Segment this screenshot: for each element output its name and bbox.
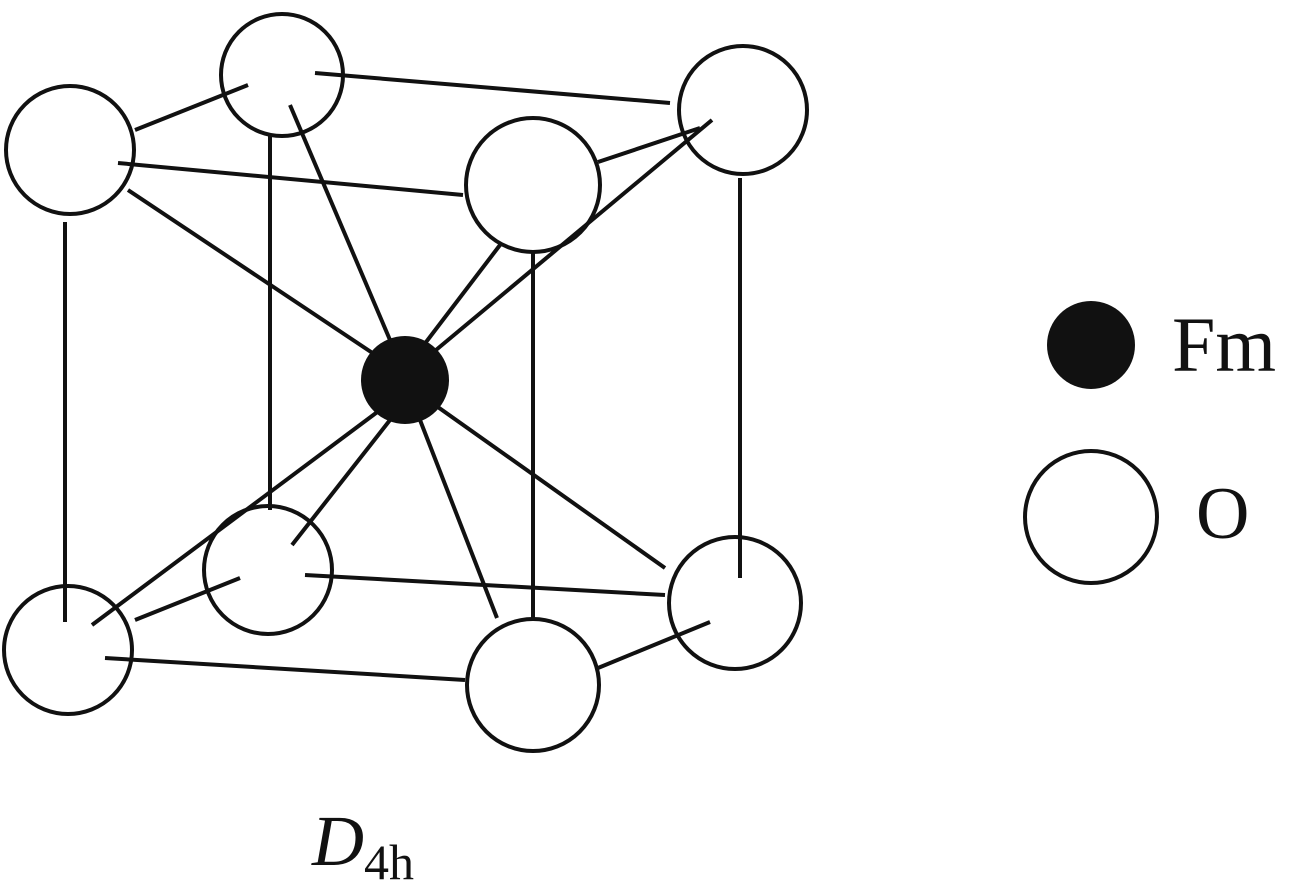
symmetry-main: D [312, 801, 364, 881]
bond [288, 104, 392, 341]
legend-o-marker [1023, 449, 1159, 585]
bond [418, 419, 499, 619]
bond [597, 620, 711, 670]
legend-fm-label: Fm [1172, 301, 1277, 388]
bond [134, 576, 241, 622]
legend-fm-marker [1047, 301, 1135, 389]
bond [90, 408, 382, 627]
oxygen-atom [2, 584, 134, 716]
oxygen-atom [465, 617, 601, 753]
oxygen-atom [4, 84, 136, 216]
bond [428, 118, 714, 357]
oxygen-atom [202, 504, 334, 636]
oxygen-atom [464, 116, 602, 254]
bond [134, 83, 249, 132]
bond [304, 573, 666, 597]
bond [314, 71, 671, 105]
oxygen-atom [667, 535, 803, 671]
symmetry-label: D4h [312, 800, 414, 886]
oxygen-atom [677, 44, 809, 176]
oxygen-atoms [2, 12, 809, 753]
bond [290, 418, 392, 547]
legend-o-label: O [1196, 473, 1250, 555]
bond [117, 161, 464, 197]
bonds [63, 71, 742, 682]
fm-atom [361, 336, 449, 424]
bond [126, 188, 382, 360]
oxygen-atom [219, 12, 345, 138]
symmetry-subscript: 4h [364, 834, 414, 886]
bond [433, 403, 667, 570]
bond [418, 243, 502, 352]
bond [104, 656, 466, 682]
